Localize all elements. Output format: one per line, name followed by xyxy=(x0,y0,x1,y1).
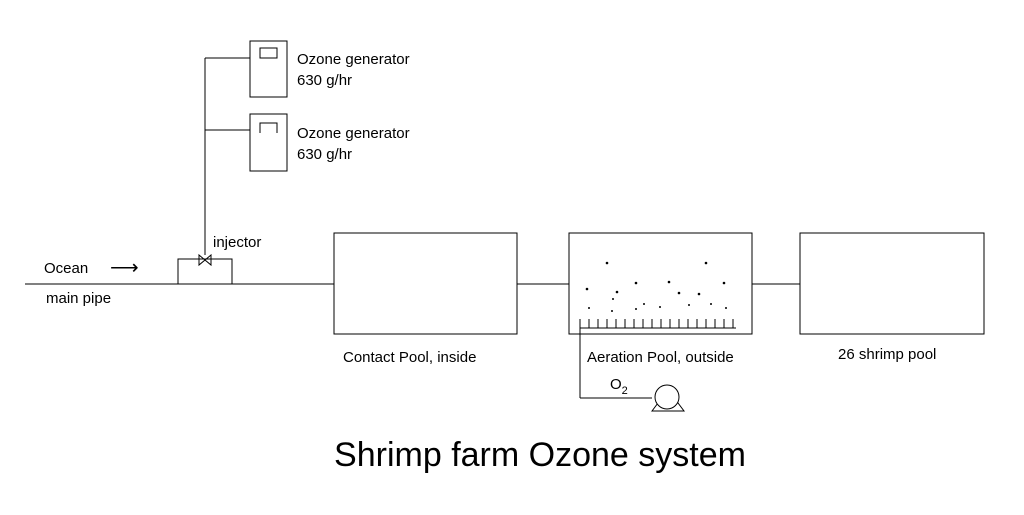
oxygen-label: O2 xyxy=(610,376,628,397)
valve-icon xyxy=(198,253,212,267)
generator-display-icon xyxy=(259,47,278,59)
generator-name: Ozone generator xyxy=(297,125,410,142)
ozone-generator-1: Ozone generator 630 g/hr xyxy=(249,40,410,98)
main-pipe-label: main pipe xyxy=(46,290,111,307)
injector-housing xyxy=(177,258,233,285)
injector-label: injector xyxy=(213,234,261,251)
pool-label: Contact Pool, inside xyxy=(343,349,476,366)
air-bubbles xyxy=(585,261,727,312)
generator-display-icon xyxy=(259,122,278,133)
injector: injector xyxy=(177,234,261,285)
ozone-generator-2: Ozone generator 630 g/hr xyxy=(249,113,410,172)
pool-box xyxy=(799,232,985,335)
shrimp-pool: 26 shrimp pool xyxy=(799,232,985,363)
flow-arrow-icon: ⟶ xyxy=(110,257,139,279)
pool-label: 26 shrimp pool xyxy=(838,346,936,363)
pool-box xyxy=(333,232,518,335)
ocean-label: Ocean xyxy=(44,260,88,277)
generator-rate: 630 g/hr xyxy=(297,72,352,89)
pool-label: Aeration Pool, outside xyxy=(587,349,734,366)
generator-name: Ozone generator xyxy=(297,51,410,68)
diagram-title: Shrimp farm Ozone system xyxy=(334,436,746,474)
aeration-pool: Aeration Pool, outside xyxy=(568,232,753,366)
diffuser-grid xyxy=(579,319,736,329)
pool-box xyxy=(568,232,753,335)
ozone-supply-line xyxy=(204,57,250,255)
air-pump-icon xyxy=(651,384,685,412)
contact-pool: Contact Pool, inside xyxy=(333,232,518,366)
oxygen-supply: O2 xyxy=(579,328,685,412)
ocean-inlet: Ocean ⟶ main pipe xyxy=(44,257,139,307)
generator-rate: 630 g/hr xyxy=(297,146,352,163)
